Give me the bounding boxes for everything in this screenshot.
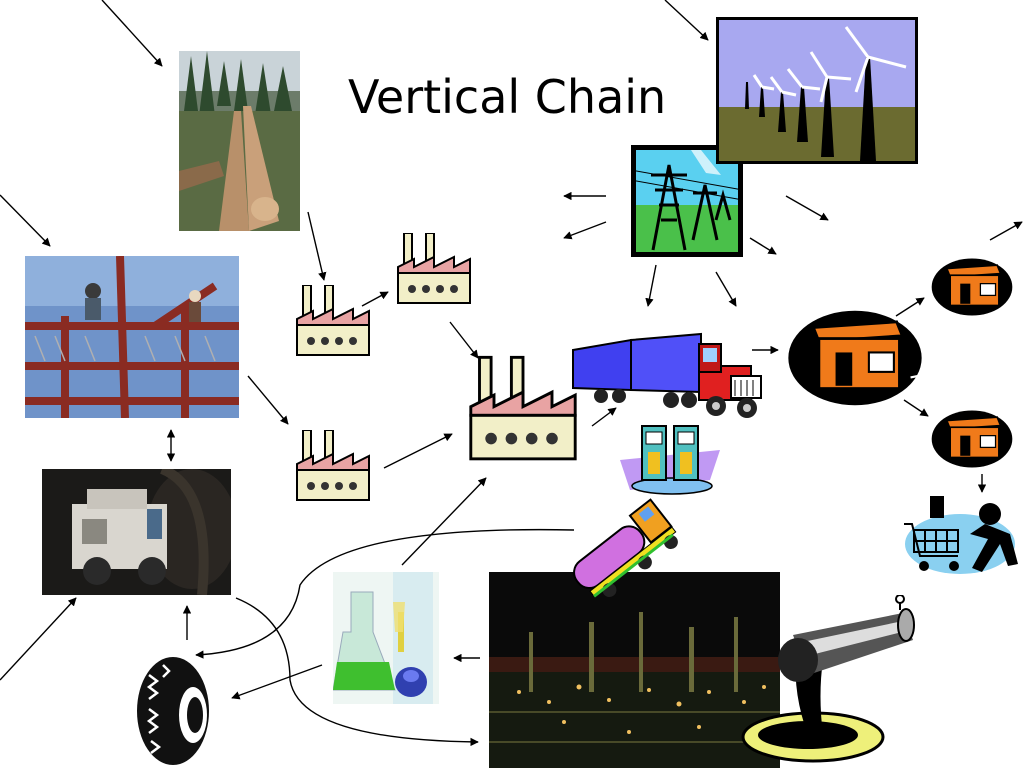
slide-title: Vertical Chain: [348, 70, 667, 124]
shopping-cart-icon: [904, 496, 1018, 574]
chemicals-photo: [333, 572, 439, 704]
tanker-truck-icon: [573, 498, 678, 598]
arrow-into-construction: [0, 194, 51, 247]
store-icon: [931, 410, 1013, 468]
factory-large: [465, 352, 581, 470]
mining-vehicle-icon: [42, 469, 231, 595]
factory-small-top: [394, 233, 474, 307]
oil-pipe-icon: [741, 595, 915, 763]
factory-small-bottom: [293, 430, 373, 504]
refinery-photo: [489, 572, 780, 768]
arrow-factory-top-to-large: [449, 321, 479, 359]
logging-icon: [179, 51, 300, 231]
store-bottom: [930, 408, 1014, 470]
factory-icon: [296, 430, 370, 501]
arrow-factory-to-factory-top: [361, 291, 389, 307]
tanker-truck: [556, 488, 686, 608]
arrow-mining-to-refinery: [235, 597, 479, 747]
store-large: [785, 308, 925, 408]
arrow-construction-to-factory: [247, 375, 289, 425]
arrow-factory-large-to-truck: [591, 407, 617, 427]
arrow-chemicals-to-tire: [231, 664, 323, 700]
logging-photo: [179, 51, 300, 231]
semi-truck: [571, 330, 771, 424]
arrow-power-left-2: [563, 221, 607, 240]
store-icon: [931, 258, 1013, 316]
wind-farm: [716, 17, 918, 164]
arrow-logging-to-factory: [307, 211, 327, 281]
arrow-into-mining: [0, 597, 77, 681]
tire-icon: [137, 657, 209, 765]
factory-icon: [469, 355, 577, 461]
arrow-store-to-store-bottom: [903, 399, 929, 417]
factory-small-left: [293, 285, 373, 359]
store-top: [930, 256, 1014, 318]
steel-frame-icon: [25, 256, 239, 418]
gas-station: [620, 420, 720, 498]
oil-pipeline: [738, 595, 918, 765]
store-icon: [788, 310, 925, 406]
semi-truck-icon: [572, 332, 762, 418]
shopper: [900, 494, 1024, 578]
arrow-factory-to-factory-large: [383, 433, 453, 469]
arrow-tanker-to-tire: [195, 528, 575, 659]
arrow-power-right: [749, 237, 777, 255]
arrow-power-to-truck-2: [715, 271, 737, 307]
arrow-store-to-store-top: [895, 297, 925, 317]
arrow-into-logging: [101, 0, 163, 67]
arrow-into-wind-farm: [664, 0, 709, 41]
arrow-power-to-truck: [645, 264, 657, 307]
flask-icon: [333, 572, 439, 704]
arrow-chemicals-to-factory: [401, 477, 487, 566]
arrow-wind-right: [785, 195, 829, 221]
gas-pump-icon: [620, 425, 720, 495]
construction-photo: [25, 256, 239, 418]
wind-turbine-icon: [716, 17, 918, 164]
tire: [135, 655, 217, 767]
factory-icon: [296, 285, 370, 356]
mining-photo: [42, 469, 231, 595]
refinery-icon: [489, 572, 780, 768]
factory-icon: [397, 233, 471, 304]
arrow-store-top-out: [989, 221, 1023, 241]
